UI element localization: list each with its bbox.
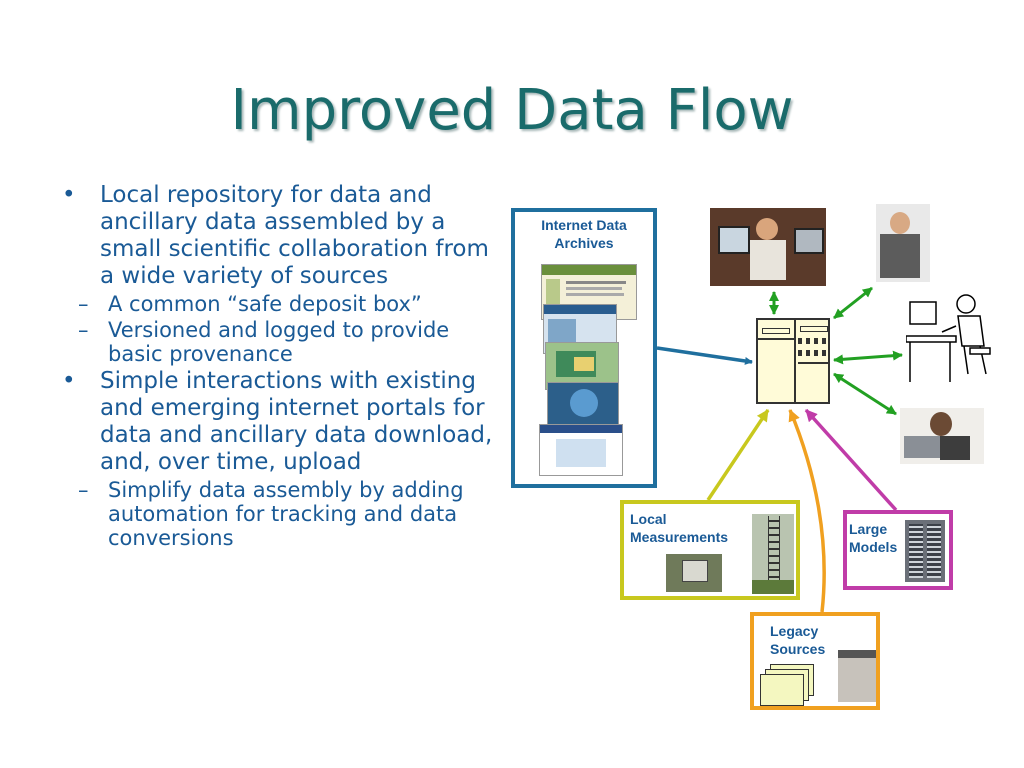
bullet-item: • Simple interactions with existing and … <box>62 368 497 476</box>
local-measurements-label: Local Measurements <box>630 511 729 545</box>
dash-marker: – <box>78 478 89 502</box>
bullet-marker: • <box>62 182 76 208</box>
instrument-photo <box>666 554 722 592</box>
dash-marker: – <box>78 292 89 316</box>
tower-photo <box>752 514 794 594</box>
user-photo-office <box>876 204 930 282</box>
legacy-sources-box: Legacy Sources <box>750 612 880 710</box>
bullet-item: • Local repository for data and ancillar… <box>62 182 497 290</box>
sub-bullet-text: Versioned and logged to provide basic pr… <box>108 318 450 366</box>
server-user-arrow-2 <box>833 286 873 320</box>
models-to-server-arrow <box>804 408 898 512</box>
local-measurements-box: Local Measurements <box>620 500 800 600</box>
archives-to-server-arrow <box>656 346 753 365</box>
large-models-box: Large Models <box>843 510 953 590</box>
bullet-marker: • <box>62 368 76 394</box>
dash-marker: – <box>78 318 89 342</box>
internet-archives-label: Internet Data Archives <box>541 217 627 251</box>
legacy-sources-label: Legacy Sources <box>770 623 826 657</box>
supercomputer-photo <box>905 520 945 582</box>
tape-archive-photo <box>838 650 876 702</box>
server-user-arrow-3 <box>833 350 903 365</box>
sub-bullet-text: Simplify data assembly by adding automat… <box>108 478 464 550</box>
sub-bullet-item: – A common “safe deposit box” <box>24 292 497 316</box>
bullet-list: • Local repository for data and ancillar… <box>62 182 497 552</box>
workstation-clipart-svg <box>905 294 991 382</box>
large-models-label: Large Models <box>849 521 898 555</box>
document-stack-icon <box>760 664 816 706</box>
sub-bullet-item: – Simplify data assembly by adding autom… <box>24 478 497 550</box>
bullet-text: Local repository for data and ancillary … <box>100 182 489 289</box>
website-screenshot-4 <box>547 382 619 428</box>
user-clipart-workstation <box>905 290 994 386</box>
server-user-arrow-4 <box>833 372 897 416</box>
internet-archives-box: Internet Data Archives <box>511 208 657 488</box>
slide-title: Improved Data Flow <box>230 78 794 143</box>
user-photo-laptop <box>900 408 984 464</box>
sub-bullet-item: – Versioned and logged to provide basic … <box>24 318 497 366</box>
server-icon <box>756 318 830 404</box>
website-screenshot-5 <box>539 424 623 476</box>
sub-bullet-text: A common “safe deposit box” <box>108 292 422 316</box>
local-to-server-arrow <box>706 409 770 501</box>
user-photo-computer-lab <box>710 208 826 286</box>
bullet-text: Simple interactions with existing and em… <box>100 368 493 475</box>
